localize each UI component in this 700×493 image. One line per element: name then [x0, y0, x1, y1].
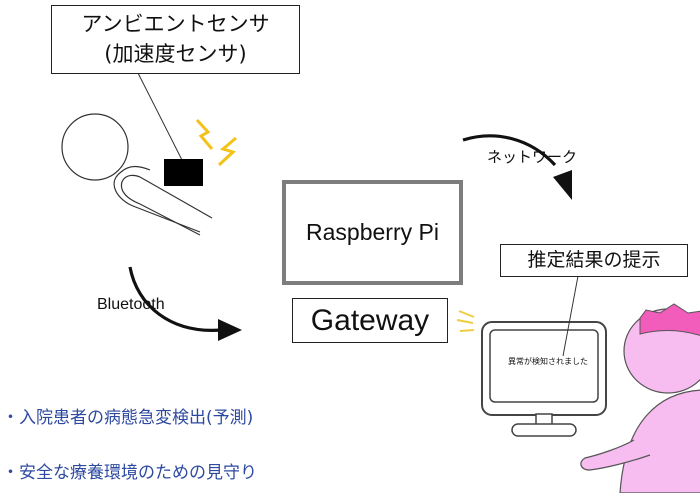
monitor-stand-base: [511, 423, 577, 437]
bullet-item-2: ・安全な療養環境のための見守り: [2, 463, 257, 483]
person-body: [619, 389, 700, 493]
sensor-pointer-line: [137, 72, 183, 161]
sensor-device: [164, 159, 203, 186]
patient-head: [61, 113, 129, 181]
gateway-box: Gateway: [292, 298, 448, 343]
bluetooth-label: Bluetooth: [97, 296, 165, 313]
person-figure: [580, 303, 700, 493]
sensor-subtitle: (加速度センサ): [104, 42, 247, 66]
signal-rays: [456, 310, 475, 332]
network-label: ネットワーク: [487, 148, 578, 166]
raspberry-pi-box: Raspberry Pi: [282, 180, 463, 285]
network-arrow: [462, 134, 557, 167]
result-label-box: 推定結果の提示: [500, 244, 688, 277]
patient-body: [113, 165, 201, 233]
network-arrowhead: [553, 170, 572, 200]
bullet-item-1: ・入院患者の病態急変検出(予測): [2, 408, 254, 428]
result-pointer-line: [562, 275, 579, 357]
monitor-alert-message: 異常が検知されました: [508, 357, 588, 366]
person-arm: [580, 439, 651, 471]
monitor-screen: [489, 329, 599, 403]
raspberry-pi-label: Raspberry Pi: [306, 219, 439, 245]
person-cap: [639, 303, 700, 336]
patient-arm: [120, 174, 213, 236]
sensor-title: アンビエントセンサ: [81, 12, 270, 36]
ambient-sensor-label-box: アンビエントセンサ (加速度センサ): [51, 5, 300, 74]
monitor: [481, 321, 607, 437]
result-label: 推定結果の提示: [527, 249, 661, 271]
bluetooth-arrowhead: [218, 319, 242, 341]
bluetooth-arrow: [128, 266, 223, 332]
patient-figure: [61, 113, 213, 236]
lightning-icon: [195, 118, 237, 167]
gateway-label: Gateway: [310, 304, 430, 337]
